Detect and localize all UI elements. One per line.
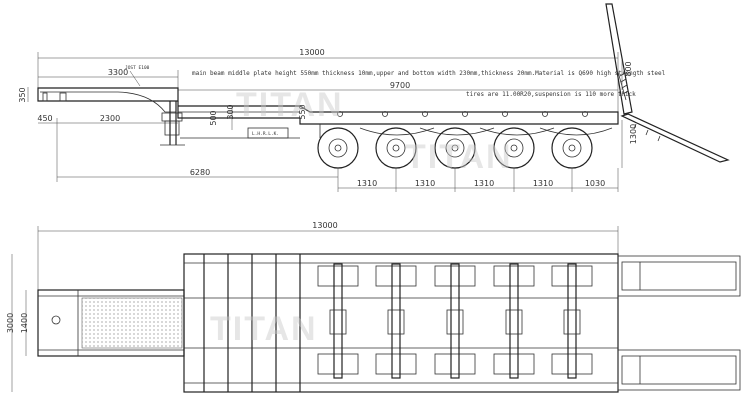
axle-group (551, 263, 593, 379)
tire-note: tires are 11.00R20,suspension is 110 mor… (466, 91, 636, 98)
rear-ramps-top (617, 255, 741, 391)
landing-gear-label: L.H.R.L.K. (252, 131, 279, 137)
cross-members (203, 254, 301, 392)
kingpin-label: JOST E100 (125, 65, 150, 71)
axle-group (493, 263, 535, 379)
axle-group (317, 263, 359, 379)
dim-beam-side-b: 550 (298, 104, 307, 119)
dim-kingpin-to-axle: 6280 (190, 168, 210, 177)
dim-front-offset: 450 (37, 114, 52, 123)
dim-front-span: 2300 (100, 114, 120, 123)
dim-inner-width: 1400 (20, 313, 29, 333)
wheels (317, 127, 593, 169)
dim-ramp-small: 500 (209, 110, 218, 125)
checker-plate (81, 297, 183, 349)
axle-group (375, 263, 417, 379)
rear-ramp-lowered (620, 113, 730, 163)
dim-deck-length: 9700 (390, 81, 410, 90)
watermark-side: TITAN (236, 86, 344, 124)
axle-group (434, 263, 476, 379)
watermark-top: TITAN (210, 310, 318, 348)
side-view: 13000 3300 9700 JOST E100 main beam midd… (18, 3, 730, 192)
deck-stakes (337, 111, 588, 117)
dim-ramp-height: 800 (624, 61, 633, 76)
watermark-side-2: TITAN (405, 138, 513, 176)
beam-note: main beam middle plate height 550mm thic… (192, 70, 666, 77)
dim-rear-overhang: 1030 (585, 179, 605, 188)
wheel (551, 127, 593, 169)
dim-axle-spacing-1: 1310 (357, 179, 377, 188)
dim-overall-width: 3000 (6, 313, 15, 333)
top-view: 13000 3000 1400 (6, 221, 741, 393)
dim-beam-side-a: 300 (226, 104, 235, 119)
suspension (319, 124, 613, 138)
dim-rear-height: 1300 (629, 124, 638, 144)
dim-gooseneck-length: 3300 (108, 68, 128, 77)
axle-groups (317, 263, 593, 379)
dim-axle-spacing-4: 1310 (533, 179, 553, 188)
dim-axle-spacing-3: 1310 (474, 179, 494, 188)
dim-gooseneck-height: 350 (18, 87, 27, 102)
dim-axle-spacing-2: 1310 (415, 179, 435, 188)
dim-overall-length-top: 13000 (312, 221, 337, 230)
wheel (317, 127, 359, 169)
dim-overall-length-side: 13000 (299, 48, 324, 57)
